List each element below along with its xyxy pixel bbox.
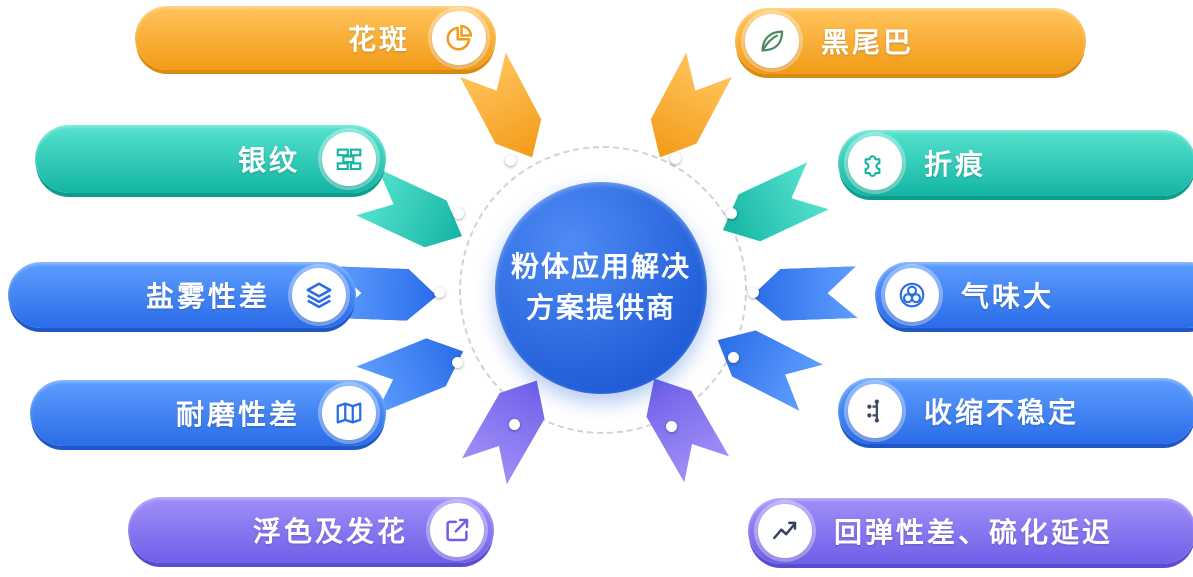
pill-label: 折痕 [924,149,987,180]
connector-dot [434,287,445,298]
map-icon [322,386,376,440]
connector-arrow-qiweida [751,266,858,322]
bricks-icon [322,132,376,186]
trend-line-icon [758,504,812,558]
pill-qiweida: 气味大 [875,262,1193,328]
pill-naimo: 耐磨性差 [30,380,386,446]
pill-label: 黑尾巴 [821,27,915,58]
pill-yinwen: 银纹 [35,125,386,193]
pill-label: 气味大 [961,281,1055,312]
pill-fuse: 浮色及发花 [128,497,494,563]
connector-dot [726,208,737,219]
connector-arrow-huaban [460,52,555,169]
branch-dots-icon [848,384,902,438]
pill-label: 浮色及发花 [252,516,408,547]
pill-huitan: 回弹性差、硫化延迟 [748,498,1193,564]
pie-chart-icon [432,11,486,65]
pill-label: 花斑 [347,24,410,55]
connector-arrow-heiweiba [637,52,732,169]
pill-label: 银纹 [237,145,300,176]
pill-label: 回弹性差、硫化延迟 [834,517,1114,548]
pill-label: 耐磨性差 [175,399,300,430]
connector-dot [748,287,759,298]
dashed-ring [459,146,747,434]
center-title-line2: 方案提供商 [525,292,676,323]
pill-shousuo: 收缩不稳定 [838,378,1193,444]
arrow-up-right-icon [430,503,484,557]
pill-label: 盐雾性差 [145,281,270,312]
pill-yanwu: 盐雾性差 [8,262,356,328]
pill-zhehen: 折痕 [838,130,1193,196]
leaf-icon [745,14,799,68]
connector-dot [666,421,677,432]
center-circle: 粉体应用解决 方案提供商 [495,182,707,394]
connector-dot [505,155,516,166]
pill-heiweiba: 黑尾巴 [735,8,1086,74]
connector-dot [452,357,463,368]
pill-label: 收缩不稳定 [924,397,1080,428]
connector-dot [670,153,681,164]
connector-dot [509,419,520,430]
puzzle-icon [848,136,902,190]
circles-icon [885,268,939,322]
connector-dot [728,352,739,363]
layers-icon [292,268,346,322]
center-title-line1: 粉体应用解决 [510,251,691,283]
connector-dot [453,208,464,219]
pill-huaban: 花斑 [135,6,496,70]
